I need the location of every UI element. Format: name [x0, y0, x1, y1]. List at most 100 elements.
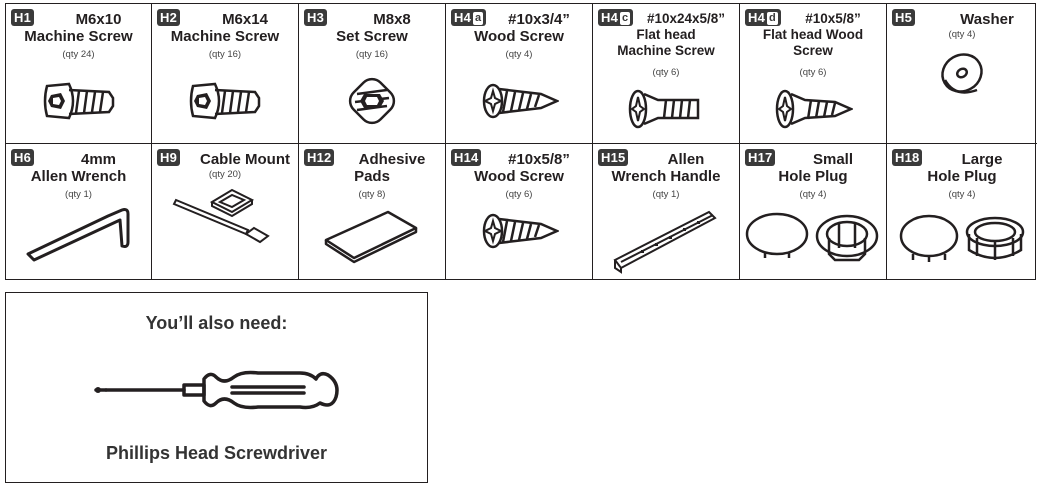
part-quantity: (qty 6) — [505, 189, 533, 200]
part-title-line: Flat head Wood — [762, 27, 864, 42]
cable-mount-icon — [152, 184, 298, 254]
part-code: H17 — [748, 150, 773, 165]
part-code: H9 — [160, 150, 178, 165]
part-variant: d — [767, 12, 778, 25]
flat-head-wood-screw-icon — [740, 84, 886, 134]
washer-icon — [887, 50, 1037, 100]
part-title-line: Wood Screw — [474, 168, 564, 185]
part-title-line: Wrench Handle — [611, 168, 721, 185]
part-title-line: Hole Plug — [927, 168, 997, 185]
part-quantity: (qty 4) — [505, 49, 533, 60]
part-title-line: Cable Mount — [200, 151, 290, 168]
part-title-line: Washer — [960, 11, 1014, 28]
part-variant: a — [473, 12, 484, 25]
part-code-badge: H2 — [157, 9, 181, 26]
part-title: Cable Mount — [152, 151, 298, 168]
part-code: H5 — [895, 10, 913, 25]
part-title-line: M6x14 — [222, 11, 268, 28]
part-title-line: Machine Screw — [170, 28, 280, 45]
part-quantity: (qty 16) — [355, 49, 389, 60]
part-quantity: (qty 24) — [62, 49, 95, 60]
part-code-badge: H17 — [745, 149, 776, 166]
phillips-wood-screw-icon — [446, 206, 592, 256]
part-code-badge: H15 — [598, 149, 629, 166]
part-quantity: (qty 1) — [652, 189, 680, 200]
part-code-badge: H1 — [11, 9, 35, 26]
part-title-line: #10x3/4” — [508, 11, 570, 28]
part-title-line: Machine Screw — [617, 43, 715, 58]
part-title-line: Small — [812, 151, 854, 168]
part-code-badge: H12 — [304, 149, 335, 166]
set-screw-icon — [299, 76, 445, 126]
part-code-badge: H14 — [451, 149, 482, 166]
part-quantity: (qty 4) — [948, 29, 976, 40]
hardware-cell-h14: H14#10x5/8”Wood Screw(qty 6) — [446, 144, 593, 280]
part-title-line: M8x8 — [373, 11, 411, 28]
part-title-line: #10x5/8” — [508, 151, 570, 168]
part-code-badge: H6 — [11, 149, 35, 166]
part-code: H1 — [14, 10, 32, 25]
also-need-tool-name: Phillips Head Screwdriver — [105, 443, 328, 463]
button-head-socket-screw-icon — [152, 76, 298, 126]
part-code-badge: H9 — [157, 149, 181, 166]
part-code: H3 — [307, 10, 325, 25]
part-title-line: Allen Wrench — [30, 168, 127, 185]
button-head-socket-screw-icon — [6, 76, 151, 126]
part-title-line: 4mm — [80, 151, 117, 168]
part-code-badge: H18 — [892, 149, 923, 166]
part-quantity: (qty 1) — [65, 189, 92, 200]
part-title-line: Machine Screw — [24, 28, 133, 45]
part-code: H4 — [601, 10, 619, 25]
part-title: #10x5/8”Wood Screw — [446, 151, 592, 185]
part-code: H14 — [454, 150, 479, 165]
wrench-handle-icon — [593, 206, 739, 276]
part-quantity: (qty 8) — [358, 189, 386, 200]
part-quantity: (qty 6) — [799, 67, 827, 78]
part-code: H4 — [748, 10, 766, 25]
part-title-line: Set Screw — [336, 28, 408, 45]
part-title: Washer — [887, 11, 1037, 28]
allen-wrench-icon — [6, 202, 151, 262]
part-code: H15 — [601, 150, 626, 165]
part-code: H18 — [895, 150, 920, 165]
also-need-box: You’ll also need: Phillips Head Screwdri… — [5, 292, 428, 483]
part-code: H6 — [14, 150, 32, 165]
part-code-badge: H3 — [304, 9, 328, 26]
part-title-line: Screw — [793, 43, 833, 58]
part-title-line: Pads — [354, 168, 390, 185]
hole-plug-icon — [887, 208, 1037, 268]
part-title-line: Large — [961, 151, 1003, 168]
part-title-line: Allen — [667, 151, 705, 168]
part-title-line: Flat head — [636, 27, 696, 42]
hole-plug-icon — [740, 208, 886, 268]
part-title: #10x3/4”Wood Screw — [446, 11, 592, 45]
part-variant: c — [620, 12, 631, 25]
part-code: H2 — [160, 10, 178, 25]
flat-head-machine-screw-icon — [593, 84, 739, 134]
adhesive-pad-icon — [299, 206, 445, 266]
phillips-screwdriver-icon — [6, 365, 427, 415]
